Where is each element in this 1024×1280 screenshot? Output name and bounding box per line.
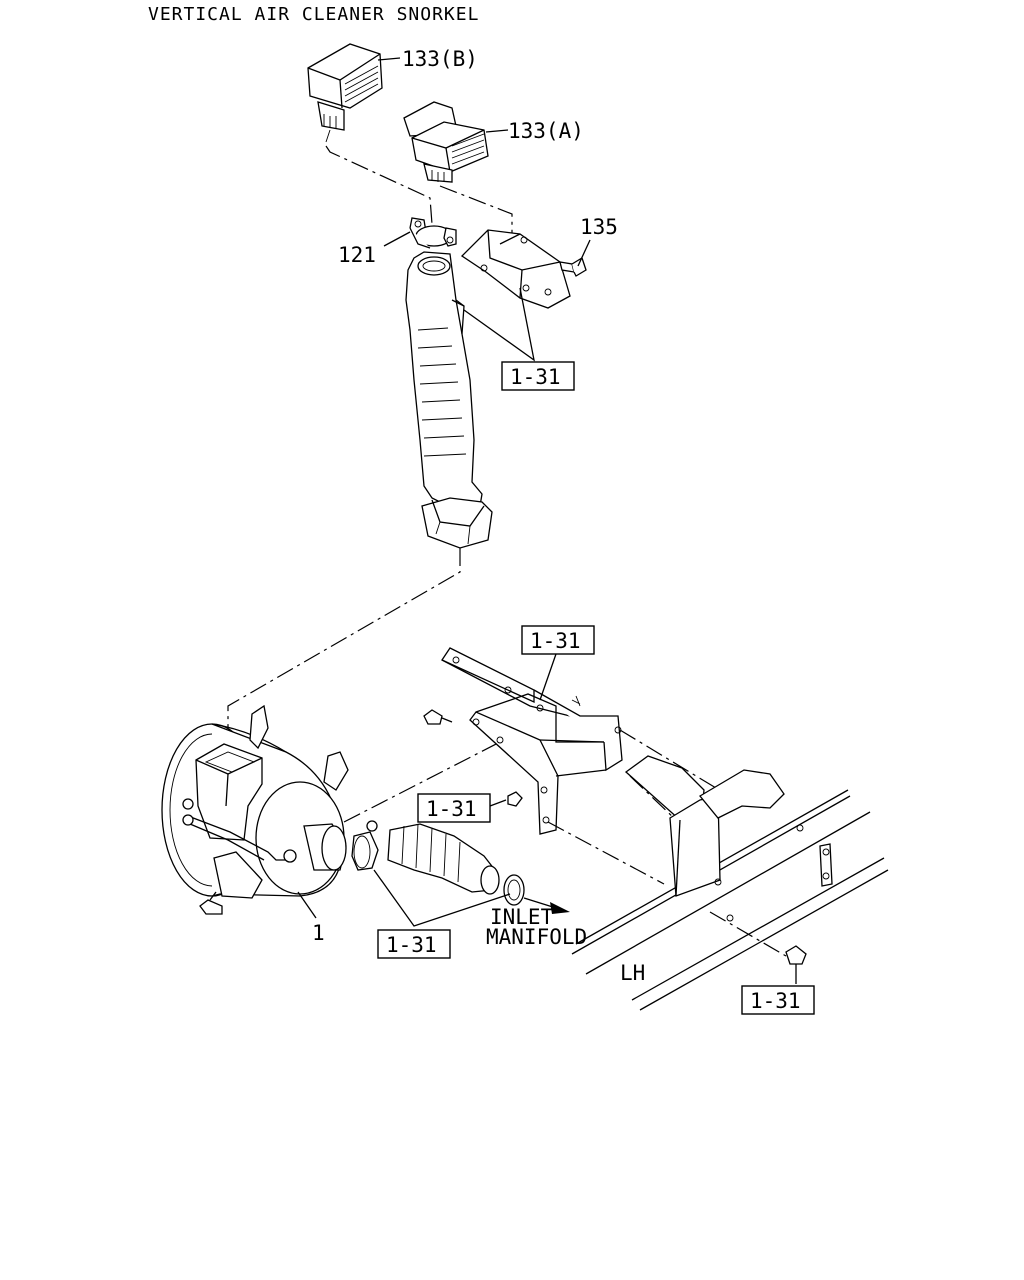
ref-label-upper: 1-31: [510, 365, 561, 389]
diagram-title: VERTICAL AIR CLEANER SNORKEL: [148, 4, 479, 25]
frame-hanger: [624, 755, 785, 897]
intake-hose-and-clamps: [351, 820, 525, 906]
frame-rail-lh: [571, 789, 889, 1011]
mount-bolt-lower: [199, 891, 223, 915]
leader-bracket-to-frame-1: [619, 729, 717, 789]
ref-box-side: [417, 793, 491, 823]
leader-cleaner-to-bracket: [343, 739, 505, 823]
label-133b: 133(B): [402, 47, 478, 71]
leader-bracket-to-frame-2: [547, 821, 665, 885]
leader-135: [577, 239, 591, 267]
ref-box-upper: [501, 361, 575, 391]
clamp-121: [409, 217, 457, 249]
ref-label-side: 1-31: [426, 797, 477, 821]
ref-label-frame: 1-31: [530, 629, 581, 653]
snorkel-intake-pipe: [405, 251, 483, 509]
inlet-label-1: INLET: [490, 905, 554, 929]
leader-133b: [377, 57, 401, 61]
ref-box-frame: [521, 625, 595, 655]
leader-133a: [485, 129, 509, 133]
frame-bolt-lower-right: [785, 945, 807, 984]
leader-1-31-hose: [373, 869, 511, 927]
ref-box-hose: [377, 929, 451, 959]
snorkel-cap-133a: [403, 101, 489, 183]
bolt-135: [559, 257, 587, 277]
label-121: 121: [338, 243, 376, 267]
leader-133b: [325, 145, 433, 225]
side-label-lh: LH: [620, 961, 645, 985]
ref-label-bolt: 1-31: [750, 989, 801, 1013]
leader-133a: [439, 185, 513, 238]
label-part-1: 1: [312, 921, 325, 945]
leader-1-31-upper: [463, 287, 535, 362]
snorkel-mount-bracket: [460, 229, 571, 309]
snorkel-elbow-adapter: [421, 497, 493, 549]
bracket-nut: [507, 791, 523, 807]
leader-bolt-lower-right: [709, 911, 787, 957]
inlet-label-2: MANIFOLD: [486, 925, 587, 949]
leader-1-31-side: [489, 799, 507, 807]
leader-bracket-to-frame-3: [629, 775, 677, 821]
air-cleaner-1: [161, 704, 349, 899]
inlet-arrow-head: [550, 902, 570, 914]
bracket-bolt-left: [423, 709, 453, 725]
snorkel-cap-133b: [307, 43, 383, 143]
label-135: 135: [580, 215, 618, 239]
ref-box-bolt: [741, 985, 815, 1015]
ref-label-hose: 1-31: [386, 933, 437, 957]
label-133a: 133(A): [508, 119, 584, 143]
leader-1-31-frame: [539, 653, 557, 701]
leader-part-1: [297, 891, 317, 919]
cleaner-support-bracket: [441, 647, 623, 835]
inlet-arrow-line: [523, 897, 557, 909]
leader-121: [383, 231, 411, 247]
